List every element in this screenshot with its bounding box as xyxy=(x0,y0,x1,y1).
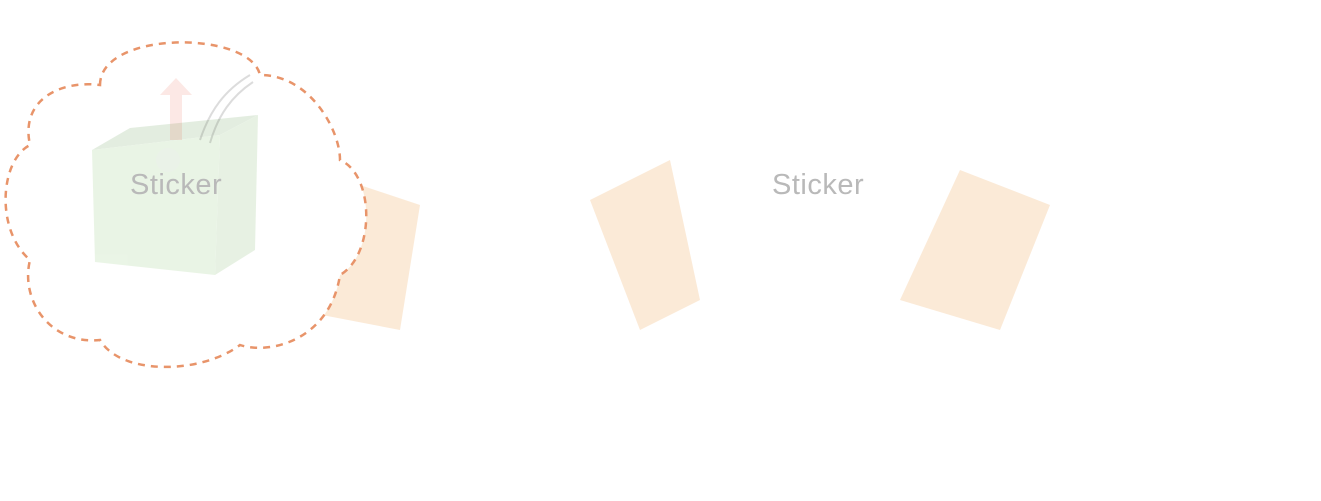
panel-1 xyxy=(6,42,367,367)
connector-2-3 xyxy=(590,160,700,330)
connector-3-4 xyxy=(900,170,1050,330)
panel-1-sticker-label: Sticker xyxy=(130,169,222,202)
panel-3-sticker-label: Sticker xyxy=(772,169,864,202)
connectors xyxy=(270,160,1050,330)
